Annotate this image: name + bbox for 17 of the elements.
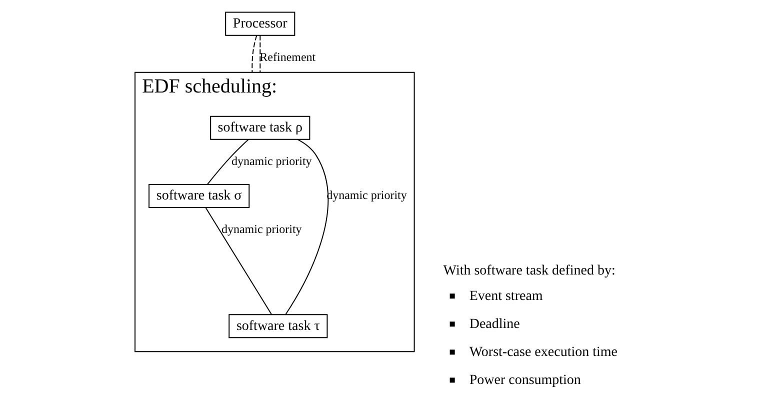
label: Worst-case execution time xyxy=(469,344,618,360)
connector xyxy=(205,207,272,316)
node-box: software task ρ xyxy=(210,116,310,140)
edge-label: Refinement xyxy=(260,50,316,64)
label: Power consumption xyxy=(469,372,581,388)
label: Event stream xyxy=(469,288,543,304)
node-box: Processor xyxy=(225,12,296,36)
connector xyxy=(252,35,258,73)
edge-label: dynamic priority xyxy=(231,154,312,168)
connector xyxy=(260,34,261,73)
label: Deadline xyxy=(469,316,520,332)
node-box: software task τ xyxy=(228,314,328,338)
edge-label: dynamic priority xyxy=(221,222,302,236)
node-box: software task σ xyxy=(148,184,250,208)
connector xyxy=(285,139,329,315)
label: With software task defined by: xyxy=(443,263,616,278)
connector xyxy=(206,138,249,185)
